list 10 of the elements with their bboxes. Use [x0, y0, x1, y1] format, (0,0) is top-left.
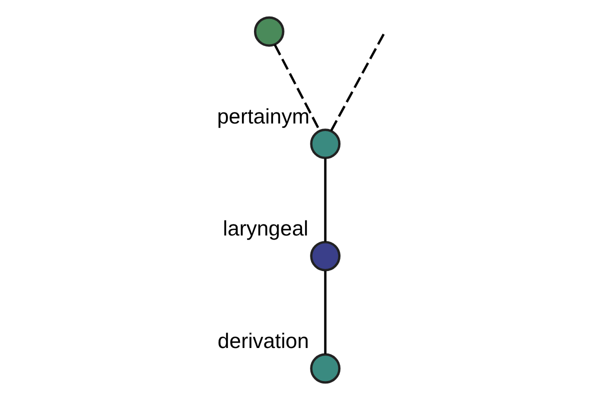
node-circle	[310, 240, 341, 272]
node-label: pertainym	[217, 105, 310, 128]
connector	[330, 34, 385, 132]
node-circle	[254, 16, 284, 47]
connector	[324, 158, 326, 242]
node-circle	[310, 128, 341, 160]
node-circle	[310, 353, 341, 384]
node-label: laryngeal	[222, 218, 308, 241]
connector	[324, 270, 326, 354]
node-label: derivation	[218, 330, 309, 353]
